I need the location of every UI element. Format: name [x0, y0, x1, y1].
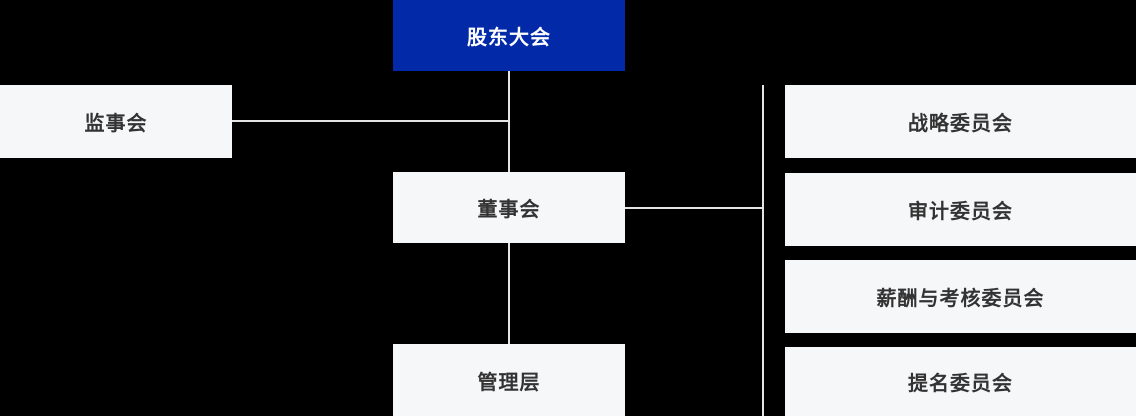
- node-remuneration-assessment-committee: 薪酬与考核委员会: [785, 260, 1136, 333]
- node-board-of-supervisors-label: 监事会: [84, 113, 148, 135]
- node-shareholders-meeting-label: 股东大会: [467, 27, 551, 49]
- connector-board-to-committees: [625, 207, 763, 209]
- node-board-of-directors-label: 董事会: [477, 199, 541, 221]
- node-strategy-committee: 战略委员会: [785, 85, 1136, 158]
- node-management-label: 管理层: [477, 371, 541, 394]
- node-nomination-committee-label: 提名委员会: [908, 373, 1013, 395]
- node-strategy-committee-label: 战略委员会: [908, 113, 1013, 135]
- node-management: 管理层: [393, 344, 625, 416]
- connector-shareholders-to-board: [508, 71, 510, 172]
- node-audit-committee: 审计委员会: [785, 173, 1136, 246]
- connector-committees-spine: [762, 85, 764, 416]
- node-board-of-directors: 董事会: [393, 172, 625, 243]
- node-remuneration-assessment-committee-label: 薪酬与考核委员会: [876, 288, 1045, 310]
- node-shareholders-meeting: 股东大会: [393, 0, 625, 71]
- node-audit-committee-label: 审计委员会: [908, 201, 1013, 223]
- node-nomination-committee: 提名委员会: [785, 347, 1136, 416]
- node-board-of-supervisors: 监事会: [0, 85, 232, 158]
- connector-board-to-management: [508, 243, 510, 344]
- connector-supervisors-to-spine: [232, 120, 509, 122]
